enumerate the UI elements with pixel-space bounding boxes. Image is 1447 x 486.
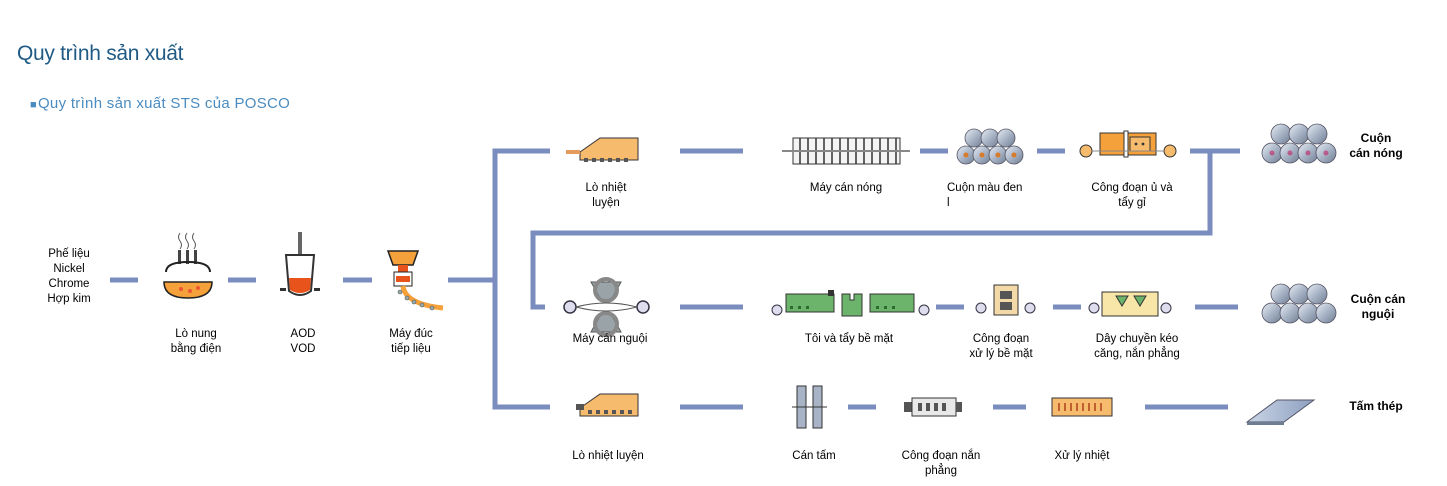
hot-coil-product-icon (1261, 123, 1337, 164)
label-anneal-pickle-hot: Công đoạn ủ và tẩy gỉ (1091, 182, 1173, 209)
input-item: Phế liệu (48, 248, 90, 260)
label-hot-coil-product: Cuộn cán nóng (1349, 131, 1403, 160)
cold-coil-product-icon (1261, 283, 1337, 324)
input-item: Chrome (48, 278, 90, 290)
black-coil-icon (956, 128, 1024, 165)
continuous-caster-icon (386, 250, 444, 311)
diagram-subtitle: ■Quy trình sản xuất STS của POSCO (30, 95, 290, 112)
aod-vod-icon (280, 232, 320, 296)
label-hot-mill: Máy cán nóng (809, 182, 883, 194)
label-tension-level: Dây chuyền kéo căng, nắn phẳng (1094, 333, 1180, 360)
steel-plate-icon (1245, 399, 1316, 425)
hot-mill-icon (782, 137, 910, 165)
cold-anneal-pickle-icon (771, 290, 930, 317)
label-black-coil: Cuộn màu đen l (947, 182, 1023, 209)
label-reheat-furnace-bottom: Lò nhiệt luyện (572, 450, 644, 462)
label-heat-treat: Xử lý nhiệt (1054, 450, 1110, 462)
label-reheat-furnace-top: Lò nhiệt luyện (585, 182, 627, 209)
page-title: Quy trình sản xuất (17, 42, 184, 65)
flow-lines (110, 148, 1240, 410)
cold-mill-icon (563, 277, 650, 337)
input-item: Hợp kim (47, 293, 91, 305)
reheat-furnace-bottom-icon (576, 393, 639, 417)
label-aod-vod: AOD VOD (290, 328, 316, 355)
bullet-icon: ■ (30, 99, 37, 111)
tension-level-icon (1088, 291, 1172, 317)
label-anneal-pickle-cold: Tôi và tẩy bề mặt (804, 333, 894, 345)
label-cold-coil-product: Cuộn cán nguội (1350, 292, 1406, 321)
anneal-pickle-icon (1079, 130, 1177, 158)
leveling-icon (904, 397, 962, 417)
label-cold-mill: Máy cán nguội (572, 333, 648, 345)
label-electric-furnace: Lò nung bằng điện (170, 328, 222, 355)
heat-treatment-icon (1051, 397, 1113, 417)
label-leveling: Công đoạn nắn phẳng (901, 450, 981, 477)
input-materials: Phế liệu Nickel Chrome Hợp kim (40, 247, 98, 307)
electric-furnace-icon (163, 232, 213, 299)
branch-line (492, 148, 550, 410)
surface-treatment-icon (975, 284, 1036, 316)
label-plate-product: Tấm thép (1349, 399, 1403, 413)
label-plate-mill: Cán tấm (792, 450, 836, 462)
loop-line (530, 151, 1213, 310)
plate-mill-icon (792, 385, 827, 429)
input-item: Nickel (53, 263, 85, 275)
label-continuous-caster: Máy đúc tiếp liệu (389, 328, 433, 355)
label-surface-treat: Công đoạn xử lý bề mặt (969, 333, 1033, 360)
reheat-furnace-icon (566, 137, 639, 162)
subtitle-text: Quy trình sản xuất STS của POSCO (37, 95, 291, 112)
